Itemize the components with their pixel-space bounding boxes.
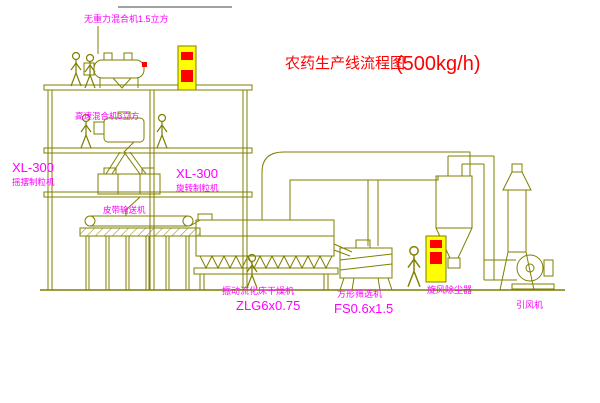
control-panel-1 — [177, 45, 197, 91]
y-chute — [105, 151, 147, 175]
label-fluidbed-model: ZLG6x0.75 — [236, 298, 300, 313]
label-induced-fan: 引风机 — [516, 299, 543, 310]
fluid-bed-dryer — [193, 213, 353, 291]
diagram-capacity: (500kg/h) — [396, 53, 481, 75]
downcomer-duct — [483, 156, 517, 281]
label-gravity-mixer: 无重力混合机1.5立方 — [84, 13, 169, 24]
induced-draft-fan — [511, 254, 555, 290]
building-structure — [43, 84, 253, 291]
exhaust-duct — [261, 151, 471, 246]
square-sieve — [339, 239, 393, 291]
gravity-mixer — [83, 52, 147, 89]
high-speed-mixer — [93, 111, 145, 153]
belt-conveyor — [84, 215, 201, 227]
worker-floor2-right — [156, 113, 168, 149]
diagram-title: 农药生产线流程图 — [285, 55, 405, 72]
granulator — [97, 167, 161, 216]
label-granulator-left-name: 摇摆制粒机 — [12, 177, 55, 187]
label-granulator-mid-name: 旋转制粒机 — [176, 183, 219, 193]
label-high-speed-mixer: 高速混合机3立方 — [75, 111, 139, 121]
label-granulator-mid-model: XL-300 — [176, 166, 218, 181]
label-fluidbed-dryer: 振动流化床干燥机 — [222, 285, 294, 296]
worker-roof-1 — [70, 51, 82, 87]
exhaust-stack — [499, 163, 535, 291]
worker-ground-left — [246, 253, 258, 289]
control-panel-2 — [425, 235, 447, 283]
mixer-indicator-red — [142, 62, 147, 67]
label-square-sieve-model: FS0.6x1.5 — [334, 301, 393, 316]
label-cyclone: 旋风除尘器 — [427, 284, 472, 295]
label-granulator-left-model: XL-300 — [12, 160, 54, 175]
label-belt-conveyor: 皮带输送机 — [103, 205, 146, 215]
conveyor-platform — [79, 227, 201, 291]
label-square-sieve: 方形筛选机 — [337, 288, 382, 299]
worker-ground-right — [407, 245, 421, 288]
